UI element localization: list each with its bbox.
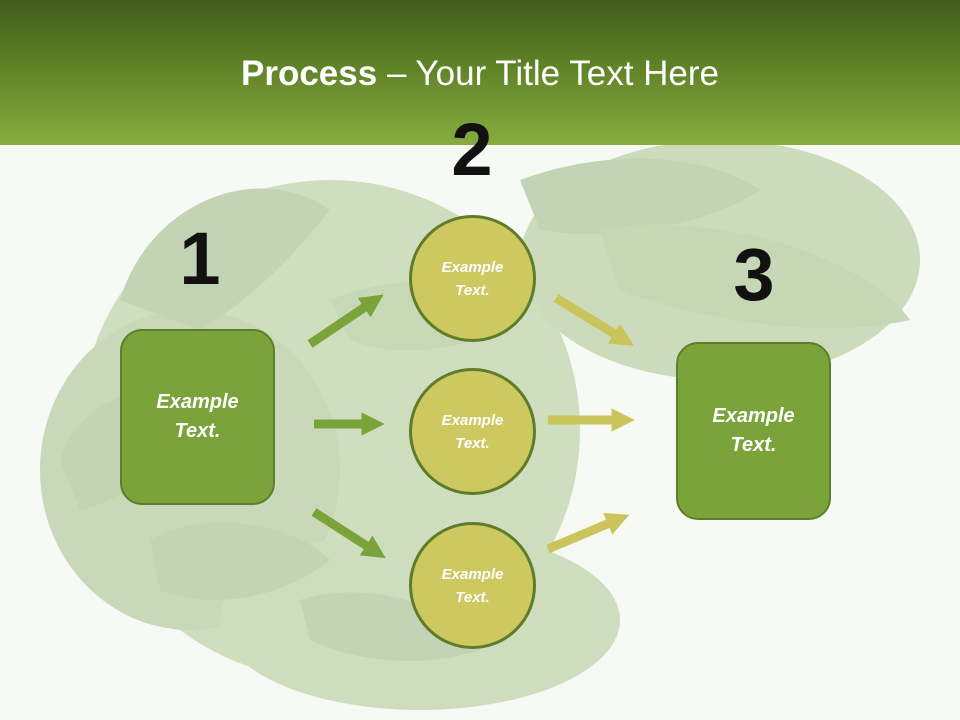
step-3-text-line2: Text.: [730, 434, 777, 456]
arrow-box1-to-circle-top: [307, 294, 384, 348]
circle-bottom-line2: Text.: [455, 588, 490, 606]
arrow-circle-top-to-box3: [553, 294, 634, 346]
circle-top-line2: Text.: [455, 281, 490, 299]
step-1-text: Example Text.: [156, 388, 238, 446]
step-1-text-line1: Example: [156, 391, 239, 413]
step-number-1: 1: [179, 217, 221, 300]
step-3-box: Example Text.: [676, 342, 831, 520]
step-1-text-line2: Text.: [174, 420, 221, 442]
step-2-circle-bottom: Example Text.: [409, 522, 536, 649]
circle-bottom-line1: Example: [441, 565, 504, 583]
step-2-circle-middle: Example Text.: [409, 368, 536, 495]
step-1-box: Example Text.: [120, 329, 275, 505]
circle-middle-line1: Example: [441, 411, 504, 429]
arrow-box1-to-circle-bottom: [311, 508, 386, 559]
step-3-text-line1: Example: [712, 405, 795, 427]
title-bold: Process: [241, 54, 378, 93]
step-3-text: Example Text.: [712, 402, 794, 460]
step-number-2: 2: [451, 108, 493, 191]
circle-top-text: Example Text.: [442, 256, 504, 302]
step-2-circle-top: Example Text.: [409, 215, 536, 342]
step-number-3: 3: [733, 233, 775, 316]
title-rest: – Your Title Text Here: [377, 54, 719, 93]
arrow-circle-bottom-to-box3: [546, 513, 630, 554]
circle-middle-line2: Text.: [455, 434, 490, 452]
circle-top-line1: Example: [441, 258, 504, 276]
circle-bottom-text: Example Text.: [442, 563, 504, 609]
title-banner: Process – Your Title Text Here: [0, 0, 960, 145]
circle-middle-text: Example Text.: [442, 409, 504, 455]
slide-title: Process – Your Title Text Here: [0, 52, 960, 96]
